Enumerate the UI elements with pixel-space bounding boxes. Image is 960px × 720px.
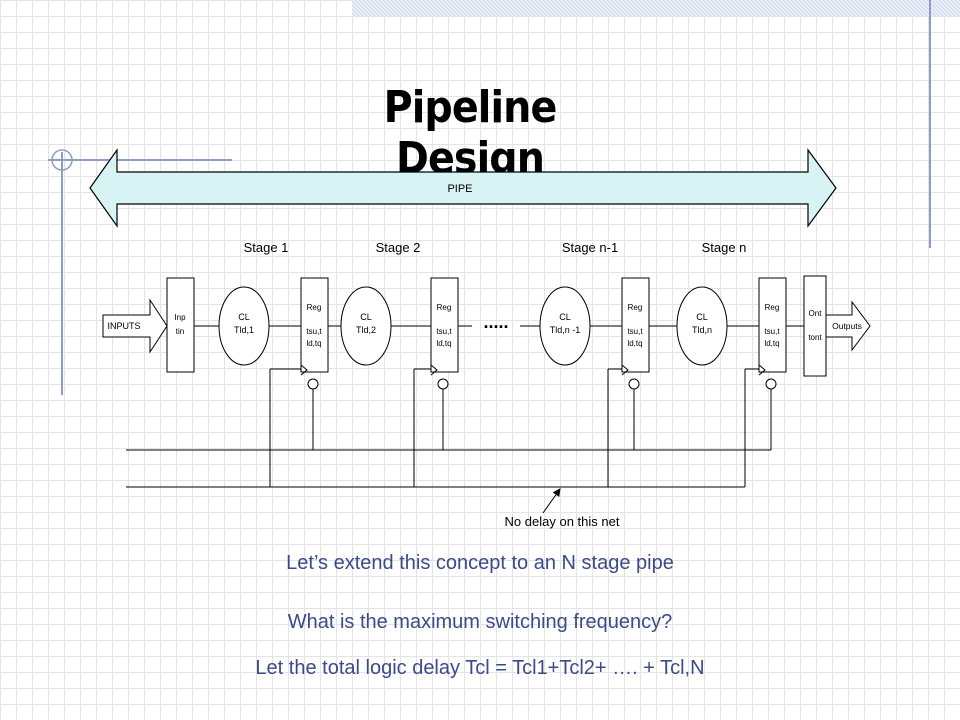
inputs-arrow xyxy=(102,298,168,354)
clock-bubble xyxy=(765,378,777,390)
cl-block-1-delay: Tld,1 xyxy=(234,325,254,335)
cl-block-2-name: CL xyxy=(360,312,372,322)
cl-block-2 xyxy=(340,286,392,366)
top-decorative-bar xyxy=(352,0,960,16)
cl-block-n-delay: Tld,n xyxy=(692,325,712,335)
register-1: Reg tsu,t ld,tq xyxy=(300,277,329,376)
register-1-timing2: ld,tq xyxy=(306,339,321,348)
annotation-label: No delay on this net xyxy=(505,514,620,529)
register-1-timing1: tsu,t xyxy=(306,327,322,336)
register-n-1: Reg tsu,t ld,tq xyxy=(621,277,650,376)
body-line-1: Let’s extend this concept to an N stage … xyxy=(286,552,674,574)
annotation-arrow xyxy=(542,488,561,514)
input-register xyxy=(166,277,195,373)
register-n-timing1: tsu,t xyxy=(764,327,780,336)
output-register xyxy=(803,275,827,377)
stage-label-1: Stage 1 xyxy=(244,240,289,255)
stage-label-n-1: Stage n-1 xyxy=(562,240,618,255)
clock-bubble xyxy=(437,378,449,390)
register-n-1-name: Reg xyxy=(628,303,643,312)
stage-ellipsis: ..... xyxy=(483,312,508,332)
clock-bubble xyxy=(307,378,319,390)
stage-label-2: Stage 2 xyxy=(376,240,421,255)
register-n-1-timing2: ld,tq xyxy=(627,339,642,348)
pipe-label: PIPE xyxy=(447,183,472,195)
accent-circle xyxy=(51,149,73,171)
register-2-timing1: tsu,t xyxy=(436,327,452,336)
cl-block-n-name: CL xyxy=(696,312,708,322)
cl-block-1 xyxy=(218,286,270,366)
cl-block-2-delay: Tld,2 xyxy=(356,325,376,335)
body-line-3: Let the total logic delay Tcl = Tcl1+Tcl… xyxy=(255,657,705,679)
output-register-label: Ont xyxy=(809,309,823,318)
register-2-name: Reg xyxy=(437,303,452,312)
stage-label-n: Stage n xyxy=(702,240,747,255)
register-n-name: Reg xyxy=(765,303,780,312)
input-register-timing: tin xyxy=(176,327,184,336)
register-1-name: Reg xyxy=(307,303,322,312)
pipe-arrow xyxy=(89,148,837,228)
cl-block-n-1 xyxy=(539,286,591,366)
register-n-1-timing1: tsu,t xyxy=(627,327,643,336)
register-2: Reg tsu,t ld,tq xyxy=(430,277,459,376)
cl-block-n-1-delay: Tld,n -1 xyxy=(550,325,581,335)
outputs-label: Outputs xyxy=(832,321,862,331)
register-n: Reg tsu,t ld,tq xyxy=(758,277,787,376)
register-n-timing2: ld,tq xyxy=(764,339,779,348)
inputs-label: INPUTS xyxy=(107,321,140,331)
cl-block-n-1-name: CL xyxy=(559,312,571,322)
output-register-timing: tont xyxy=(808,333,822,342)
outputs-arrow xyxy=(825,300,871,352)
body-line-2: What is the maximum switching frequency? xyxy=(287,611,673,633)
cl-block-n xyxy=(676,286,728,366)
register-2-timing2: ld,tq xyxy=(436,339,451,348)
clock-bubble xyxy=(628,378,640,390)
cl-block-1-name: CL xyxy=(238,312,250,322)
input-register-label: Inp xyxy=(174,313,186,322)
